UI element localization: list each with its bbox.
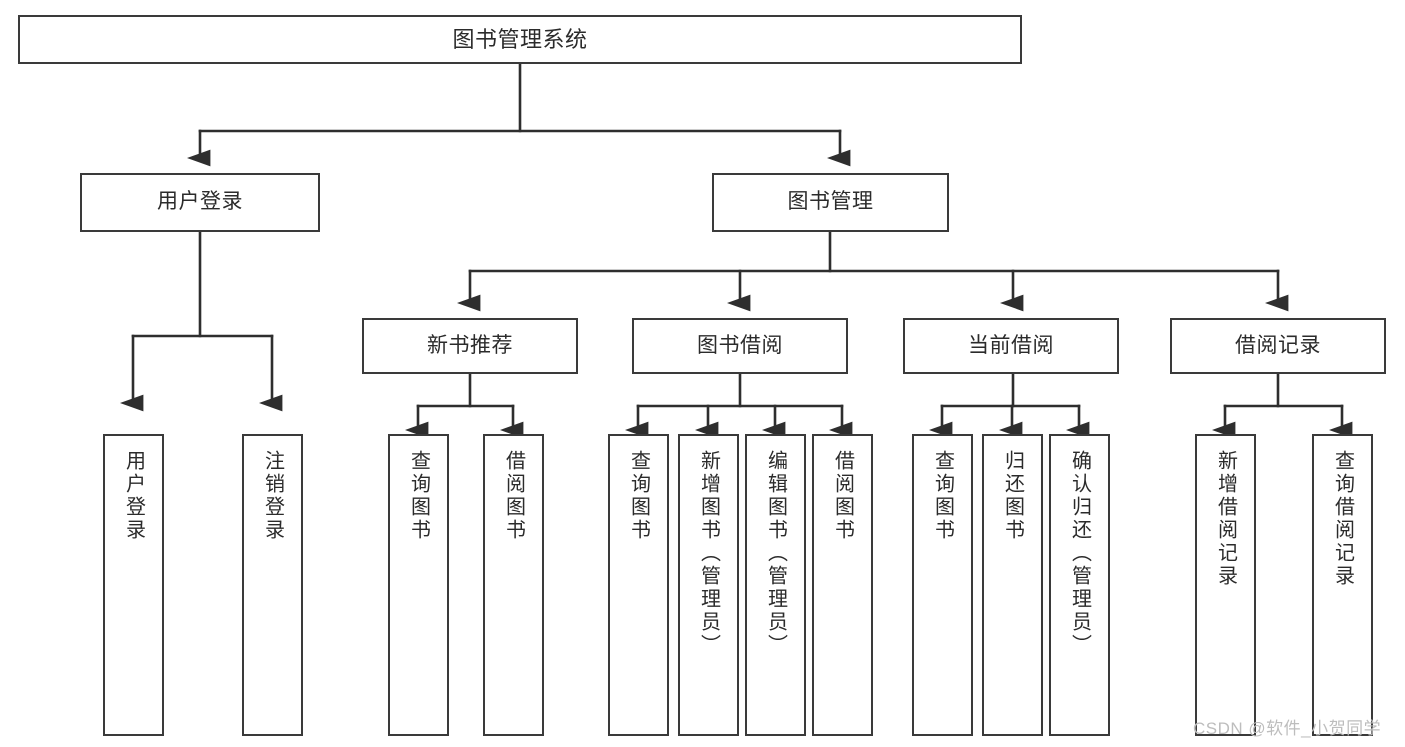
- leaf-new-book-borrow[interactable]: 借阅图书: [483, 434, 544, 736]
- node-label: 查询图书: [931, 450, 954, 542]
- node-label: 新书推荐: [427, 333, 513, 357]
- node-borrow-record[interactable]: 借阅记录: [1170, 318, 1386, 374]
- leaf-current-borrow-confirm-return[interactable]: 确认归还（管理员）: [1049, 434, 1110, 736]
- node-label: 确认归还（管理员）: [1068, 450, 1091, 657]
- leaf-user-login-login[interactable]: 用户登录: [103, 434, 164, 736]
- node-user-login[interactable]: 用户登录: [80, 173, 320, 232]
- leaf-current-borrow-query[interactable]: 查询图书: [912, 434, 973, 736]
- leaf-book-borrow-query[interactable]: 查询图书: [608, 434, 669, 736]
- node-label: 图书管理: [787, 190, 874, 214]
- node-label: 查询借阅记录: [1331, 450, 1354, 588]
- node-label: 借阅图书: [502, 450, 525, 542]
- leaf-current-borrow-return[interactable]: 归还图书: [982, 434, 1043, 736]
- node-current-borrow[interactable]: 当前借阅: [903, 318, 1119, 374]
- node-label: 用户登录: [157, 190, 243, 214]
- node-label: 借阅图书: [831, 450, 854, 542]
- node-label: 用户登录: [122, 450, 145, 542]
- node-new-book-recommend[interactable]: 新书推荐: [362, 318, 578, 374]
- leaf-book-borrow-edit[interactable]: 编辑图书（管理员）: [745, 434, 806, 736]
- node-label: 当前借阅: [968, 333, 1054, 357]
- leaf-book-borrow-add[interactable]: 新增图书（管理员）: [678, 434, 739, 736]
- node-label: 归还图书: [1001, 450, 1024, 542]
- leaf-new-book-query[interactable]: 查询图书: [388, 434, 449, 736]
- node-label: 新增借阅记录: [1214, 450, 1237, 588]
- watermark-text: CSDN @软件_小贺同学: [1193, 719, 1382, 738]
- node-label: 新增图书（管理员）: [697, 450, 720, 657]
- node-label: 图书借阅: [697, 333, 783, 357]
- node-label: 注销登录: [261, 450, 284, 542]
- leaf-book-borrow-borrow[interactable]: 借阅图书: [812, 434, 873, 736]
- node-label: 图书管理系统: [452, 26, 588, 52]
- node-label: 借阅记录: [1235, 333, 1321, 357]
- leaf-user-login-logout[interactable]: 注销登录: [242, 434, 303, 736]
- node-book-management-system[interactable]: 图书管理系统: [18, 15, 1022, 64]
- leaf-borrow-record-add[interactable]: 新增借阅记录: [1195, 434, 1256, 736]
- node-book-borrow[interactable]: 图书借阅: [632, 318, 848, 374]
- node-book-management[interactable]: 图书管理: [712, 173, 949, 232]
- node-label: 编辑图书（管理员）: [764, 450, 787, 657]
- node-label: 查询图书: [407, 450, 430, 542]
- leaf-borrow-record-query[interactable]: 查询借阅记录: [1312, 434, 1373, 736]
- node-label: 查询图书: [627, 450, 650, 542]
